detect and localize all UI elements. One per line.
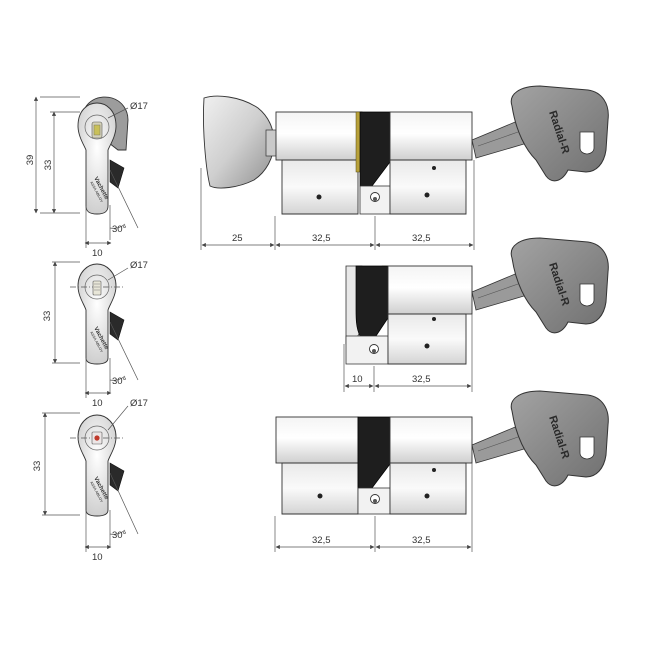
thumb-turn-icon — [203, 95, 275, 189]
dim-half-length: 32,5 — [412, 233, 431, 244]
dim-height-body: 33 — [32, 461, 43, 472]
cylinder-half-side-view: Radial-R 10 32,5 — [343, 237, 609, 392]
dim-width: 10 — [92, 552, 103, 563]
profile-view-double: 33 Vachette ASSA ABLOY Ø17 30° 10 — [32, 398, 148, 563]
cylinder-double-side-view: Radial-R 32,5 32,5 — [274, 390, 609, 552]
key-icon — [510, 237, 609, 334]
key-icon — [510, 390, 609, 487]
key-icon — [510, 85, 609, 182]
dim-half-length: 32,5 — [312, 535, 331, 546]
dim-angle: 30° — [112, 530, 127, 541]
dim-angle: 30° — [112, 224, 127, 235]
dim-half-length: 32,5 — [412, 535, 431, 546]
dim-height-total: 39 — [25, 155, 36, 166]
dim-width: 10 — [92, 398, 103, 409]
dim-diameter: Ø17 — [130, 398, 148, 409]
profile-view-knob: 39 33 Vachette ASSA ABLOY Ø17 30° 10 — [25, 96, 148, 259]
dim-knob-length: 25 — [232, 233, 243, 244]
cylinder-knob-side-view: Radial-R 25 32,5 32,5 — [200, 85, 609, 250]
dim-angle: 30° — [112, 376, 127, 387]
dim-diameter: Ø17 — [130, 101, 148, 112]
dim-short-length: 10 — [352, 374, 363, 385]
dim-width: 10 — [92, 248, 103, 259]
dim-half-length: 32,5 — [312, 233, 331, 244]
dim-height-body: 33 — [43, 160, 54, 171]
dim-half-length: 32,5 — [412, 374, 431, 385]
dim-height-body: 33 — [42, 311, 53, 322]
profile-view-half: 33 Vachette ASSA ABLOY Ø17 30° 10 — [42, 260, 148, 409]
dim-diameter: Ø17 — [130, 260, 148, 271]
